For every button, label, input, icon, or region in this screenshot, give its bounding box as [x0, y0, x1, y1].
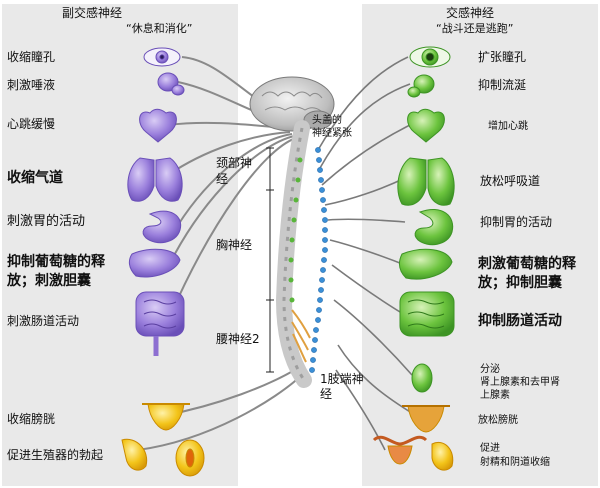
- label-constrict-pupil: 收缩瞳孔: [7, 50, 56, 64]
- bladder-right-icon: [402, 405, 450, 433]
- reproductive-right-icon: [431, 442, 454, 471]
- label-relax-bladder: 放松膀胱: [478, 415, 518, 426]
- label-lumbar: 腰神经2: [216, 332, 260, 346]
- eye-left-icon: [143, 47, 181, 67]
- brain: [249, 76, 335, 132]
- sympathetic-subtitle: “战斗还是逃跑”: [436, 22, 514, 35]
- sympathetic-ganglia-chain: [309, 147, 328, 373]
- label-dilate-pupil: 扩张瞳孔: [478, 50, 527, 64]
- parasympathetic-organs: [127, 47, 185, 356]
- parasympathetic-title: 副交感神经: [62, 6, 123, 20]
- label-stimulate-intestines: 刺激肠道活动: [7, 314, 80, 328]
- label-slow-heartbeat: 心跳缓慢: [7, 117, 56, 131]
- lungs-right-icon: [397, 157, 455, 206]
- label-cranial-2: 神经紧张: [312, 128, 352, 139]
- sacral-nerve-roots: [291, 309, 311, 363]
- liver-left-icon: [128, 248, 181, 278]
- lungs-left-icon: [127, 157, 183, 202]
- label-inhibit-glucose-2: 放；刺激胆囊: [7, 273, 91, 289]
- label-adrenaline-2: 上腺素: [480, 390, 510, 401]
- label-promote: 促进: [480, 443, 500, 454]
- liver-right-icon: [398, 248, 453, 280]
- label-sacral-2: 经: [320, 387, 333, 401]
- label-secrete: 分泌: [480, 364, 500, 375]
- stomach-right-icon: [414, 209, 454, 246]
- adrenal-gland-right-icon: [411, 363, 433, 393]
- label-stimulate-saliva: 刺激唾液: [7, 78, 56, 92]
- penis-left-icon: [121, 438, 148, 471]
- label-inhibit-intestines: 抑制肠道活动: [478, 313, 562, 329]
- label-stimulate-stomach: 刺激胃的活动: [7, 214, 86, 229]
- spinal-nerve-roots: [288, 157, 303, 303]
- bladder-left-icon: [142, 403, 190, 431]
- vulva-left-icon: [175, 439, 205, 477]
- label-stimulate-glucose-2: 放；抑制胆囊: [478, 275, 562, 291]
- label-ejaculation: 射精和阴道收缩: [480, 457, 550, 468]
- label-sacral-1: 1肢端神: [320, 372, 364, 386]
- label-relax-airways: 放松呼吸道: [480, 174, 541, 188]
- heart-right-icon: [407, 108, 445, 143]
- label-inhibit-salivation: 抑制流涎: [478, 78, 527, 92]
- spinal-column: [275, 120, 312, 388]
- label-constrict-airways: 收缩气道: [7, 170, 63, 186]
- uterus-right-icon: [372, 435, 428, 465]
- label-promote-erection: 促进生殖器的勃起: [7, 448, 104, 462]
- label-cranial-1: 头盖的: [312, 115, 342, 126]
- spinal-region-brackets: [266, 147, 274, 373]
- label-cervical-1: 颈部神: [216, 156, 253, 170]
- parasympathetic-panel: [2, 4, 238, 486]
- sympathetic-title: 交感神经: [446, 6, 495, 20]
- pelvic-organs: [121, 403, 454, 477]
- label-inhibit-glucose-1: 抑制葡萄糖的释: [7, 254, 105, 270]
- intestines-right-icon: [399, 291, 455, 337]
- intestines-left-icon: [135, 291, 185, 337]
- label-increase-heartbeat: 增加心跳: [488, 121, 528, 132]
- label-inhibit-stomach: 抑制胃的活动: [480, 215, 553, 229]
- label-stimulate-glucose-1: 刺激葡萄糖的释: [478, 256, 576, 272]
- sympathetic-organs: [397, 46, 455, 393]
- salivary-gland-left-icon: [157, 72, 185, 96]
- label-cervical-2: 经: [216, 172, 229, 186]
- heart-left-icon: [139, 108, 177, 143]
- label-adrenaline-1: 肾上腺素和去甲肾: [480, 377, 560, 388]
- stomach-left-icon: [142, 210, 182, 244]
- label-constrict-bladder: 收缩膀胱: [7, 412, 56, 426]
- parasympathetic-subtitle: “休息和消化”: [126, 22, 193, 35]
- eye-right-icon: [409, 46, 451, 68]
- label-thoracic: 胸神经: [216, 238, 253, 252]
- salivary-gland-right-icon: [407, 74, 435, 98]
